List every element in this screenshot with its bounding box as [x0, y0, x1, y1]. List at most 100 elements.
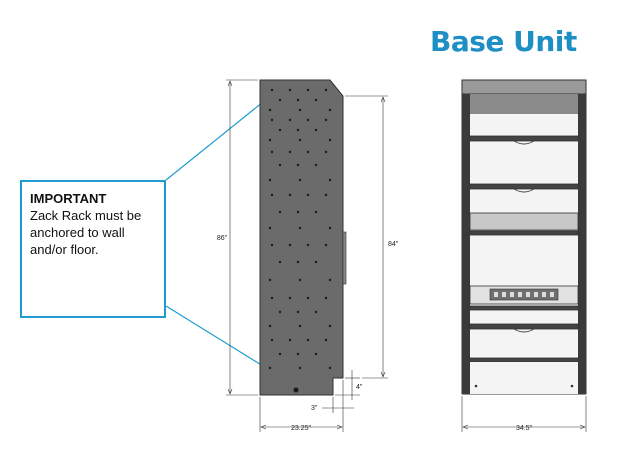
outlet [518, 292, 522, 297]
mounting-hole [314, 310, 318, 314]
front-top-panel [470, 94, 578, 114]
mounting-hole [298, 138, 302, 142]
dim-front-width [461, 396, 587, 432]
mounting-hole [268, 278, 272, 282]
label-step-height: 4" [356, 384, 363, 391]
mounting-hole [324, 88, 328, 92]
dim-step-depth [322, 380, 354, 413]
mounting-hole [314, 163, 318, 167]
mounting-hole [306, 150, 310, 154]
mounting-hole [278, 128, 282, 132]
mounting-hole [314, 352, 318, 356]
mounting-hole [288, 118, 292, 122]
mounting-hole [296, 352, 300, 356]
mounting-hole [324, 296, 328, 300]
mounting-hole [324, 338, 328, 342]
mounting-hole [328, 108, 332, 112]
label-step-depth: 3" [311, 405, 318, 412]
mounting-hole [288, 296, 292, 300]
mounting-hole [324, 150, 328, 154]
outlet [510, 292, 514, 297]
mounting-hole [268, 138, 272, 142]
mounting-hole [314, 210, 318, 214]
callout-heading: IMPORTANT [30, 191, 107, 206]
mounting-hole [278, 210, 282, 214]
mounting-hole [324, 193, 328, 197]
mounting-hole [288, 338, 292, 342]
mounting-hole [314, 128, 318, 132]
dim-inner-height [345, 95, 388, 379]
mounting-hole [288, 243, 292, 247]
dim-step-height [335, 370, 360, 400]
side-panel [259, 79, 344, 396]
mounting-hole [328, 366, 332, 370]
mounting-hole [324, 243, 328, 247]
power-outlets [494, 292, 554, 297]
mounting-hole [298, 178, 302, 182]
mounting-hole [278, 163, 282, 167]
mounting-hole [306, 193, 310, 197]
mounting-hole [268, 178, 272, 182]
mounting-hole [288, 193, 292, 197]
mounting-hole [268, 366, 272, 370]
mounting-hole [296, 98, 300, 102]
outlet [526, 292, 530, 297]
mounting-hole [270, 243, 274, 247]
label-front-width: 34.5" [516, 425, 533, 432]
mounting-hole [296, 128, 300, 132]
mounting-hole [328, 138, 332, 142]
mounting-hole [268, 108, 272, 112]
mounting-hole [328, 178, 332, 182]
front-top-cap [461, 79, 587, 95]
mounting-hole [306, 338, 310, 342]
front-right-rail [578, 94, 586, 394]
label-side-width: 23.25" [291, 425, 312, 432]
mounting-hole [270, 193, 274, 197]
mounting-hole [288, 150, 292, 154]
mounting-hole [306, 296, 310, 300]
outlet [550, 292, 554, 297]
mounting-hole [270, 296, 274, 300]
front-foot-hole-left [474, 384, 478, 388]
mounting-hole [328, 324, 332, 328]
drawer-handles [513, 140, 535, 333]
mounting-hole [296, 163, 300, 167]
mounting-holes [268, 88, 332, 370]
important-callout: IMPORTANT Zack Rack must be anchored to … [20, 180, 166, 318]
mounting-hole [328, 278, 332, 282]
dim-side-height [226, 79, 258, 396]
mounting-hole [298, 324, 302, 328]
mounting-hole [270, 88, 274, 92]
outlet [534, 292, 538, 297]
mounting-hole [270, 338, 274, 342]
mounting-hole [306, 118, 310, 122]
label-side-height: 86" [217, 235, 228, 242]
front-view: 34.5" [461, 79, 587, 432]
mounting-hole [306, 88, 310, 92]
mounting-hole [296, 260, 300, 264]
mounting-hole [268, 226, 272, 230]
front-foot-hole-right [570, 384, 574, 388]
mounting-hole [296, 310, 300, 314]
mounting-hole [288, 88, 292, 92]
mounting-hole [328, 226, 332, 230]
mounting-hole [298, 278, 302, 282]
mounting-hole [298, 108, 302, 112]
outlet [494, 292, 498, 297]
mounting-hole [278, 310, 282, 314]
mounting-hole [278, 260, 282, 264]
label-inner-height: 84" [388, 241, 399, 248]
mounting-hole [306, 243, 310, 247]
mounting-hole [296, 210, 300, 214]
mounting-hole [324, 118, 328, 122]
mounting-hole [298, 366, 302, 370]
mounting-hole [298, 226, 302, 230]
anchor-hole [293, 387, 299, 393]
callout-body: Zack Rack must be anchored to wall and/o… [30, 208, 142, 257]
outlet [542, 292, 546, 297]
outlet [502, 292, 506, 297]
front-left-rail [462, 94, 470, 394]
dim-side-width [259, 397, 344, 432]
mounting-hole [270, 118, 274, 122]
